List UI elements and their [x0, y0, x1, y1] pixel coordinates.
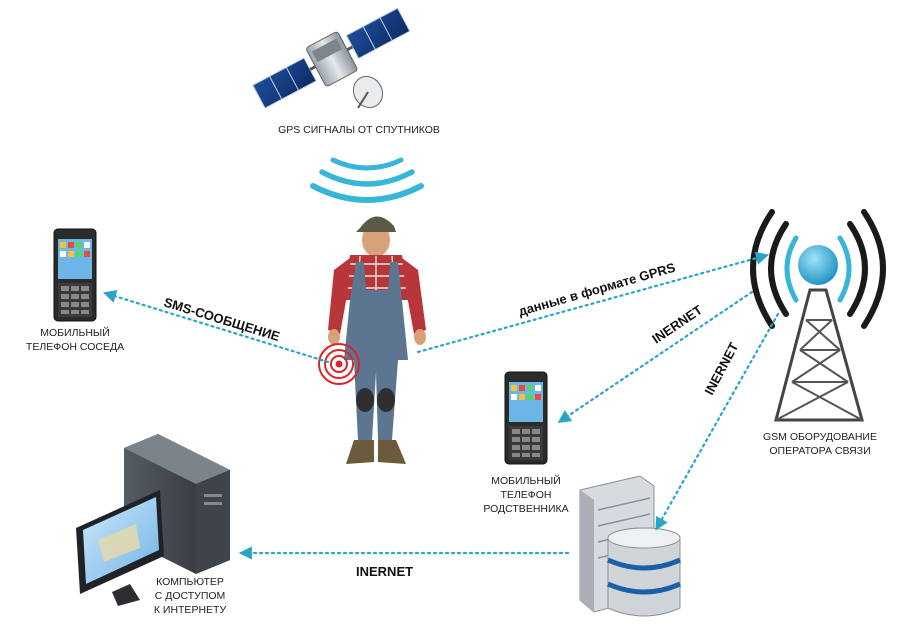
server-icon: [579, 475, 682, 617]
sms-link-label: SMS-СООБЩЕНИЕ: [162, 295, 282, 345]
internet-computer-label: INERNET: [356, 564, 413, 579]
tower-label-1: GSM ОБОРУДОВАНИЕ: [763, 431, 877, 443]
relative-phone-label-3: РОДСТВЕННИКА: [483, 503, 568, 515]
satellite-icon: [252, 7, 411, 109]
internet-server-arrow: [655, 312, 780, 531]
gps-waves: [310, 157, 424, 203]
computer-label-3: К ИНТЕРНЕТУ: [154, 604, 227, 616]
relative-phone-label-2: ТЕЛЕФОН: [500, 489, 551, 501]
relative-phone-label-1: МОБИЛЬНЫЙ: [491, 474, 561, 487]
gprs-link-arrow: [416, 251, 770, 354]
computer-label-2: С ДОСТУПОМ: [155, 590, 226, 602]
internet-relative-arrow: [557, 290, 754, 423]
tower-icon: [750, 209, 886, 422]
gprs-link-label: данные в формате GPRS: [517, 260, 678, 319]
internet-relative-label: INERNET: [649, 302, 705, 346]
phone-icon: [53, 228, 97, 322]
computer-icon: [76, 434, 230, 606]
person-figure: [328, 216, 426, 464]
computer-label-1: КОМПЬЮТЕР: [156, 576, 224, 588]
tower-label-2: ОПЕРАТОРА СВЯЗИ: [769, 445, 870, 457]
tracker-signal-icon: [318, 343, 360, 385]
phone-icon: [504, 371, 548, 465]
neighbor-phone-label-1: МОБИЛЬНЫЙ: [40, 326, 110, 339]
satellite-label: GPS СИГНАЛЫ ОТ СПУТНИКОВ: [278, 124, 440, 136]
sms-link-arrow: [102, 290, 330, 364]
neighbor-phone-label-2: ТЕЛЕФОН СОСЕДА: [26, 341, 124, 353]
